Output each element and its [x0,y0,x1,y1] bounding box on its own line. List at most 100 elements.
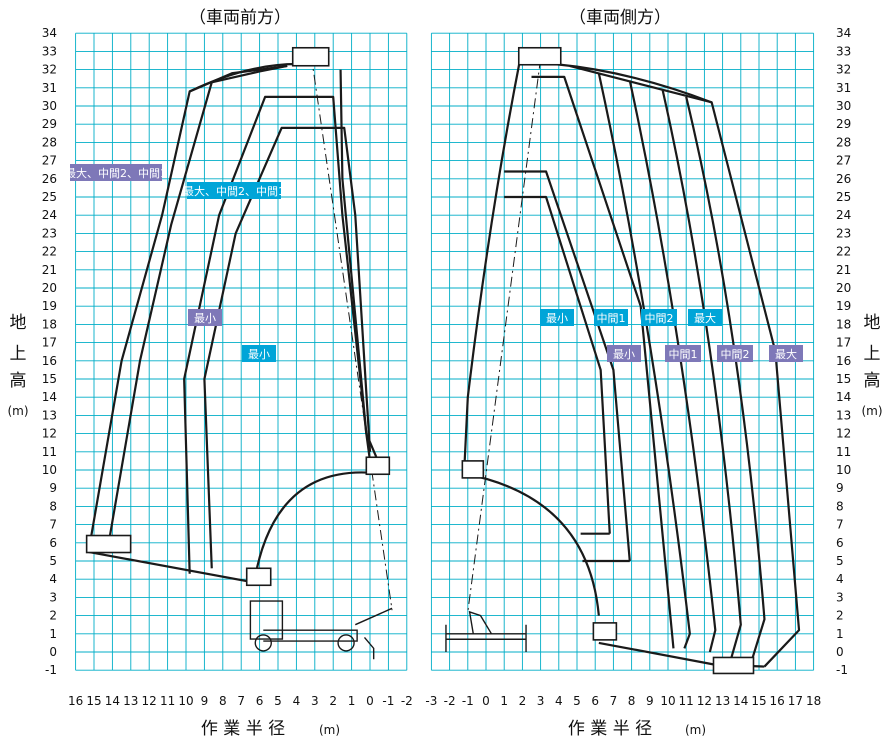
y-tick-left: 7 [49,518,57,532]
y-tick-left: 31 [42,81,57,95]
y-tick-left: 29 [42,117,57,131]
y-axis-label-left-2: 上 [10,344,27,364]
bucket-top-right [517,46,562,66]
x-tick-left: 9 [201,694,209,708]
x-tick-right: 14 [733,694,748,708]
bucket-far-right [712,656,755,675]
left-label-4: 最小 [248,348,270,361]
bucket-left-right [461,460,485,479]
x-tick-left: 4 [293,694,301,708]
envelope-cap [189,62,304,93]
x-tick-right: 5 [573,694,581,708]
envelope-left-2 [107,64,288,543]
truck-rear-view [445,610,527,652]
x-tick-left: -2 [401,694,413,708]
y-tick-left: 11 [42,445,57,459]
envelope-left-outer [339,69,383,469]
right-panel-title: （車両側方） [569,8,671,28]
y-axis-label-left-3: 高 [10,371,27,391]
y-tick-left: 16 [42,354,57,368]
bucket-top-left [291,46,330,67]
y-tick-left: 17 [42,336,57,350]
y-tick-left: 25 [42,190,57,204]
x-tick-left: 8 [219,694,227,708]
y-tick-right: 22 [836,245,851,259]
y-tick-left: 4 [49,572,57,586]
x-tick-right: 17 [788,694,803,708]
y-tick-left: 5 [49,554,57,568]
y-tick-left: 15 [42,372,57,386]
x-tick-left: 13 [123,694,138,708]
truck-wheel-front [254,634,272,652]
x-tick-left: 11 [160,694,175,708]
y-tick-right: 2 [836,609,844,623]
y-tick-right: 33 [836,44,851,58]
y-tick-right: 10 [836,463,851,477]
y-tick-right: 31 [836,81,851,95]
envelope-right-cap [555,63,713,104]
y-tick-right: 20 [836,281,851,295]
x-tick-right: -3 [425,694,437,708]
truck-side-view [249,600,393,660]
y-tick-right: 13 [836,408,851,422]
boom-line-left [310,54,393,611]
bucket-outrigger-left [85,534,132,554]
y-tick-left: 10 [42,463,57,477]
x-tick-right: 6 [591,694,599,708]
x-tick-left: 6 [256,694,264,708]
truck-bed [263,629,358,642]
x-tick-right: -1 [462,694,474,708]
x-tick-right: 10 [660,694,675,708]
bucket-bottom-left [245,567,272,587]
left-label-1: 最大、中間2、中間1 [65,166,167,180]
y-tick-right: 5 [836,554,844,568]
y-tick-right: 0 [836,645,844,659]
x-tick-left: -1 [382,694,394,708]
y-tick-left: 6 [49,536,57,550]
y-tick-right: 8 [836,499,844,513]
right-label-bg-8 [769,345,803,362]
x-tick-left: 2 [329,694,337,708]
y-tick-right: 26 [836,172,851,186]
envelope-right-extra-4 [685,96,766,667]
right-label-5: 最小 [613,348,635,361]
right-label-bg-5 [607,345,641,362]
y-tick-left: 24 [42,208,57,222]
x-tick-right: -2 [444,694,456,708]
y-tick-right: 23 [836,226,851,240]
y-tick-left: 18 [42,317,57,331]
y-tick-right: 12 [836,427,851,441]
right-label-2: 中間1 [597,312,626,325]
truck-cab [249,600,284,640]
bucket-bottom-right [592,622,618,641]
envelope-right-extra-3 [661,89,742,664]
y-tick-left: 13 [42,408,57,422]
truck-rear-frame [445,624,527,652]
y-tick-right: 3 [836,590,844,604]
envelope-base [88,550,257,584]
bucket-right-left [365,456,391,476]
y-tick-right: 32 [836,63,851,77]
y-axis-label-right-1: 地 [864,313,881,333]
truck-wheel-rear [337,634,355,652]
left-label-bg-2 [187,182,281,199]
right-label-bg-1 [540,309,574,326]
y-tick-left: 2 [49,609,57,623]
x-tick-left: 0 [366,694,374,708]
x-tick-right: 7 [610,694,618,708]
right-label-bg-2 [594,309,628,326]
y-axis-unit-left: (m) [7,404,28,418]
left-panel-title: （車両前方） [189,8,291,28]
y-tick-left: 9 [49,481,57,495]
right-label-bg-6 [665,345,701,362]
x-tick-right: 0 [482,694,490,708]
y-tick-left: 33 [42,44,57,58]
x-tick-right: 9 [646,694,654,708]
y-axis-label-right-3: 高 [864,371,881,391]
y-tick-left: 23 [42,226,57,240]
x-tick-left: 10 [178,694,193,708]
left-label-2: 最大、中間2、中間1 [183,184,285,198]
y-tick-left: 22 [42,245,57,259]
rotation-arc-left [252,471,382,584]
y-tick-left: 19 [42,299,57,313]
